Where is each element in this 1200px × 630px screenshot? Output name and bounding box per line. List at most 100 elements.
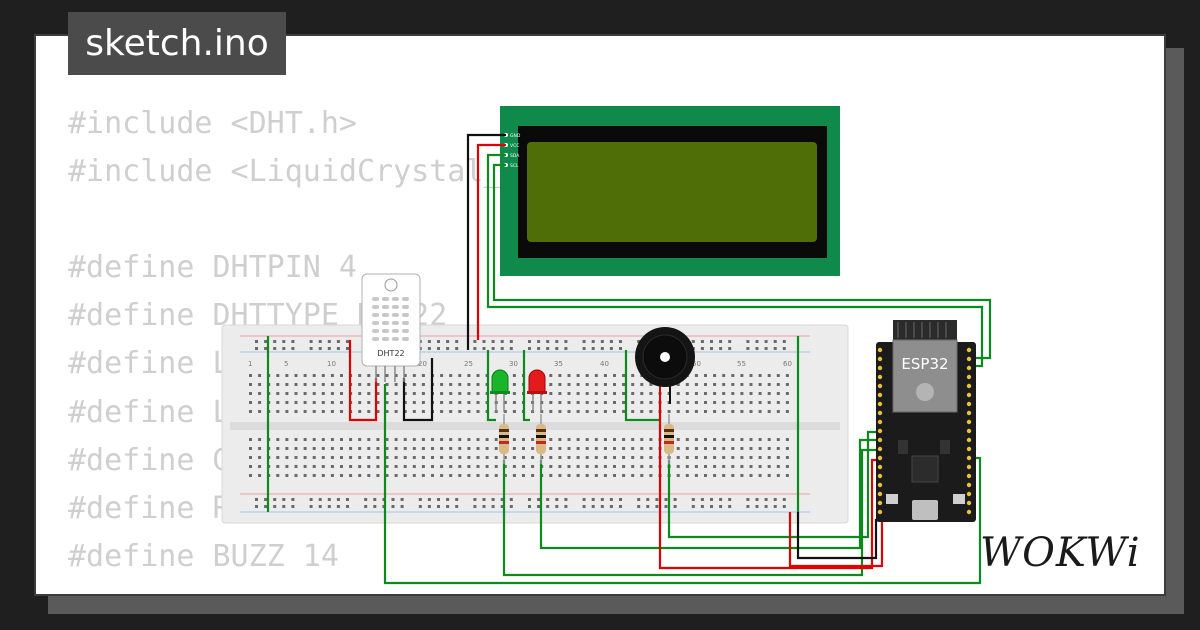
esp32-pin[interactable] bbox=[877, 428, 883, 434]
esp32-pin[interactable] bbox=[966, 347, 972, 353]
breadboard-hole bbox=[427, 340, 431, 343]
esp32-pin[interactable] bbox=[877, 446, 883, 452]
column-number: 1 bbox=[248, 360, 252, 368]
resistor[interactable] bbox=[499, 414, 509, 464]
breadboard-hole bbox=[376, 447, 380, 450]
breadboard-hole bbox=[476, 383, 480, 386]
breadboard-hole bbox=[291, 505, 295, 508]
esp32-pin[interactable] bbox=[966, 491, 972, 497]
breadboard-hole bbox=[767, 438, 771, 441]
resistor[interactable] bbox=[536, 414, 546, 464]
breadboard-hole bbox=[249, 447, 252, 450]
esp32-pin[interactable] bbox=[966, 383, 972, 389]
breadboard-hole bbox=[685, 410, 689, 413]
esp32-pin[interactable] bbox=[966, 455, 972, 461]
esp32-pin[interactable] bbox=[966, 428, 972, 434]
breadboard-hole bbox=[336, 347, 340, 350]
breadboard-hole bbox=[285, 447, 289, 450]
esp32-pin[interactable] bbox=[877, 500, 883, 506]
breadboard-hole bbox=[537, 505, 541, 508]
breadboard-hole bbox=[609, 347, 613, 350]
breadboard-hole bbox=[358, 447, 362, 450]
esp32-pin[interactable] bbox=[877, 365, 883, 371]
buzzer[interactable] bbox=[635, 327, 695, 404]
breadboard-hole bbox=[449, 392, 453, 395]
breadboard-hole bbox=[722, 474, 726, 477]
esp32-pin[interactable] bbox=[877, 482, 883, 488]
breadboard-hole bbox=[376, 456, 380, 459]
esp32-pin[interactable] bbox=[877, 491, 883, 497]
breadboard-hole bbox=[276, 456, 280, 459]
dht22-sensor[interactable]: DHT22 bbox=[361, 273, 421, 382]
esp32-pin[interactable] bbox=[966, 356, 972, 362]
esp32-pin[interactable] bbox=[966, 410, 972, 416]
breadboard-hole bbox=[376, 438, 380, 441]
esp32-pin[interactable] bbox=[877, 437, 883, 443]
resistor[interactable] bbox=[664, 414, 674, 464]
esp32-pin[interactable] bbox=[966, 509, 972, 515]
breadboard-hole bbox=[385, 474, 389, 477]
esp32-pin[interactable] bbox=[877, 383, 883, 389]
breadboard-hole bbox=[412, 465, 416, 468]
breadboard-hole bbox=[719, 498, 723, 501]
breadboard-hole bbox=[746, 347, 750, 350]
esp32-pin[interactable] bbox=[966, 401, 972, 407]
led-red[interactable] bbox=[527, 369, 547, 412]
breadboard-hole bbox=[713, 374, 717, 377]
esp32-pin[interactable] bbox=[877, 419, 883, 425]
esp32-pin[interactable] bbox=[877, 464, 883, 470]
breadboard-hole bbox=[731, 465, 735, 468]
breadboard[interactable]: 1 5 10 15 20 25 30 35 40 45 50 55 60 bbox=[221, 324, 849, 524]
led-green[interactable] bbox=[490, 369, 510, 412]
esp32-pin[interactable] bbox=[966, 464, 972, 470]
esp32-pin[interactable] bbox=[966, 419, 972, 425]
breadboard-hole bbox=[276, 392, 280, 395]
breadboard-hole bbox=[385, 447, 389, 450]
esp32-pin[interactable] bbox=[966, 473, 972, 479]
breadboard-hole bbox=[622, 465, 626, 468]
esp32-pin[interactable] bbox=[877, 509, 883, 515]
esp32-pin[interactable] bbox=[966, 392, 972, 398]
breadboard-hole bbox=[637, 505, 641, 508]
file-tab[interactable]: sketch.ino bbox=[68, 12, 286, 75]
breadboard-hole bbox=[476, 401, 480, 404]
esp32-pin[interactable] bbox=[877, 401, 883, 407]
esp32-board[interactable]: ESP32 bbox=[876, 320, 976, 522]
esp32-pin[interactable] bbox=[877, 347, 883, 353]
breadboard-hole bbox=[458, 410, 462, 413]
esp32-pin[interactable] bbox=[877, 356, 883, 362]
breadboard-hole bbox=[758, 410, 762, 413]
esp32-pin[interactable] bbox=[877, 473, 883, 479]
esp32-pin[interactable] bbox=[966, 437, 972, 443]
breadboard-hole bbox=[622, 401, 626, 404]
breadboard-hole bbox=[758, 374, 762, 377]
breadboard-hole bbox=[285, 456, 289, 459]
esp32-pin[interactable] bbox=[966, 365, 972, 371]
breadboard-hole bbox=[249, 474, 252, 477]
breadboard-hole bbox=[704, 474, 707, 477]
esp32-pin[interactable] bbox=[877, 455, 883, 461]
breadboard-hole bbox=[694, 465, 698, 468]
breadboard-hole bbox=[482, 347, 486, 350]
esp32-pin[interactable] bbox=[877, 410, 883, 416]
breadboard-hole bbox=[303, 392, 307, 395]
esp32-pin[interactable] bbox=[966, 374, 972, 380]
lcd-display[interactable]: GND VCC SDA SCL bbox=[500, 106, 840, 276]
breadboard-hole bbox=[509, 498, 513, 501]
breadboard-hole bbox=[449, 438, 453, 441]
dht22-vent bbox=[392, 329, 399, 333]
breadboard-hole bbox=[330, 438, 334, 441]
breadboard-hole bbox=[427, 505, 431, 508]
breadboard-hole bbox=[321, 401, 325, 404]
esp32-pin[interactable] bbox=[877, 374, 883, 380]
esp32-pin[interactable] bbox=[877, 392, 883, 398]
esp32-pin[interactable] bbox=[966, 446, 972, 452]
esp32-pin[interactable] bbox=[966, 482, 972, 488]
breadboard-hole bbox=[412, 383, 416, 386]
breadboard-hole bbox=[637, 340, 641, 343]
esp32-pin[interactable] bbox=[966, 500, 972, 506]
breadboard-hole bbox=[640, 438, 644, 441]
breadboard-hole bbox=[785, 374, 789, 377]
breadboard-hole bbox=[294, 438, 298, 441]
breadboard-hole bbox=[321, 374, 325, 377]
